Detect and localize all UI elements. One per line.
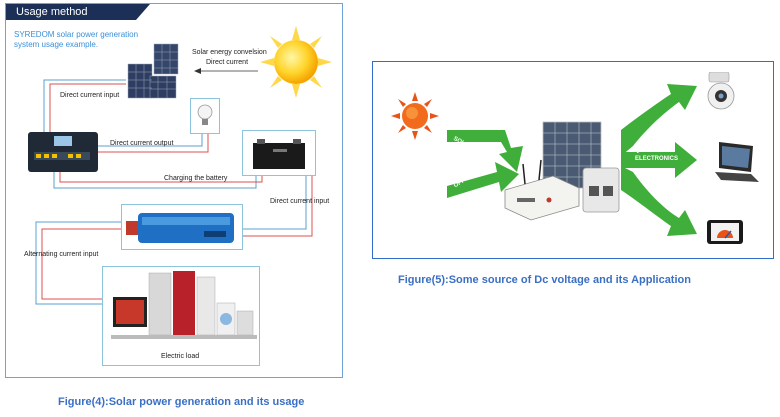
sun-source	[391, 92, 439, 140]
tablet	[707, 220, 743, 246]
control-arrow	[621, 166, 697, 236]
central-devices	[503, 120, 621, 222]
output-arrows	[621, 84, 697, 236]
security-camera	[703, 71, 739, 114]
wire-battery-to-inverter-red	[241, 174, 313, 237]
wire-battery-to-inverter-blue	[241, 174, 307, 230]
charge-controller	[28, 132, 98, 172]
figure-4-panel: Usage method SYREDOM solar power generat…	[5, 3, 343, 378]
wire-inverter-to-load-blue	[35, 221, 121, 305]
wire-controller-to-battery-blue	[53, 172, 257, 189]
electronics-label: ELECTRONICS	[635, 156, 679, 162]
figure-4-caption: Figure(4):Solar power generation and its…	[58, 396, 305, 408]
label-electric-load: Electric load	[161, 353, 200, 360]
moon-source	[395, 166, 433, 212]
label-dc-input-1: Direct current input	[60, 92, 120, 99]
solar-panel-icon	[127, 43, 179, 99]
solar-arrow	[447, 130, 523, 172]
sun-to-panel-arrow	[194, 68, 258, 74]
battery-icon	[253, 139, 305, 169]
description-line-2: system usage example.	[14, 40, 99, 49]
camera-icon	[707, 71, 735, 110]
wiring-diagram	[35, 79, 313, 305]
figure-5-caption: Figure(5):Some source of Dc voltage and …	[398, 274, 691, 286]
lamp-box	[190, 98, 220, 134]
inverter-box	[121, 204, 243, 250]
moon-icon	[400, 168, 421, 210]
sun-icon	[260, 26, 332, 98]
label-charging-battery: Charging the battery	[164, 175, 228, 182]
description-line-1: SYREDOM solar power generation	[14, 30, 139, 39]
lighting-arrow	[621, 84, 697, 156]
laptop-icon	[715, 142, 759, 182]
wire-panel-to-controller-blue	[43, 79, 126, 132]
wire-panel-to-controller-red	[49, 83, 126, 132]
usage-method-header: Usage method	[6, 4, 150, 20]
laptop	[713, 138, 761, 186]
inverter-icon	[126, 213, 234, 243]
system-description: SYREDOM solar power generation system us…	[14, 30, 138, 50]
figure-5-panel: SOLAR OFF PEAK LIGHTING ELECTRONICS CONT…	[372, 61, 774, 259]
sun	[260, 26, 332, 98]
light-bulb-icon	[197, 104, 213, 125]
label-dc-output: Direct current output	[110, 140, 174, 147]
electronics-arrow	[621, 142, 697, 178]
wire-controller-to-lamp-blue	[98, 134, 203, 147]
sun-icon	[391, 92, 439, 140]
battery-box	[242, 130, 316, 176]
label-ac-input: Alternating current input	[24, 251, 99, 258]
solar-panel-and-controller-icon	[504, 121, 620, 221]
solar-panels	[126, 42, 190, 100]
label-dc-input-2: Direct current input	[270, 198, 330, 205]
wire-controller-to-battery-red	[59, 172, 263, 183]
input-arrows	[447, 130, 523, 198]
wire-controller-to-lamp-red	[98, 134, 209, 153]
charge-controller-icon	[28, 132, 98, 172]
electric-load-box: Electric load	[102, 266, 260, 366]
off-peak-arrow	[447, 162, 519, 198]
label-solar-energy-conversion: Solar energy convelsion	[192, 49, 267, 56]
label-direct-current: Direct current	[206, 59, 249, 66]
home-appliances-icon	[111, 271, 257, 339]
wire-inverter-to-load-red	[41, 228, 121, 300]
tablet-icon	[707, 220, 743, 244]
